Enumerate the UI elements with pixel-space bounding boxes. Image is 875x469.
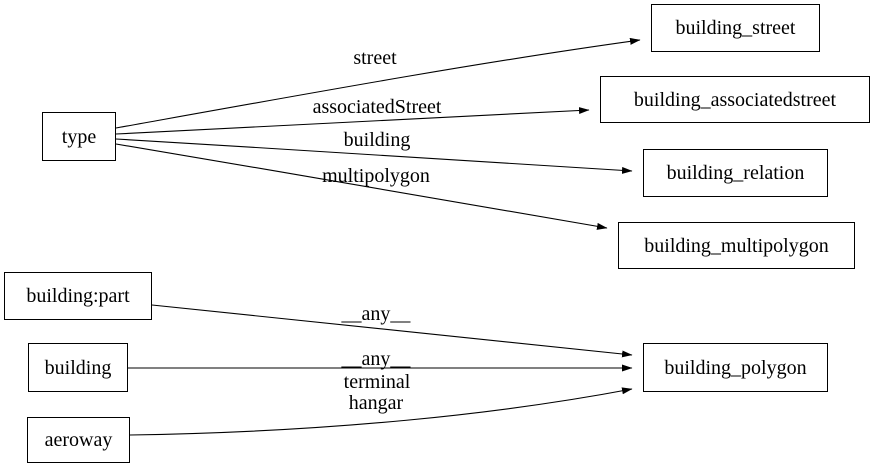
node-aeroway: aeroway bbox=[27, 417, 130, 463]
edge-label-terminal: terminal bbox=[344, 371, 411, 393]
node-building-multipolygon: building_multipolygon bbox=[618, 222, 855, 269]
node-type-label: type bbox=[61, 125, 97, 148]
node-building-street-label: building_street bbox=[675, 17, 796, 39]
edge-type-building-relation bbox=[115, 138, 633, 174]
edge-label-hangar: hangar bbox=[349, 392, 404, 414]
edge-label-street: street bbox=[353, 47, 397, 69]
edge-label-multipolygon: multipolygon bbox=[322, 165, 430, 187]
edge-type-building-multipolygon bbox=[115, 143, 608, 230]
node-building: building bbox=[28, 343, 128, 392]
edge-label-associatedstreet: associatedStreet bbox=[313, 96, 442, 118]
edge-type-building-street bbox=[115, 37, 641, 129]
edge-label-any-2: __any__ bbox=[341, 348, 412, 370]
node-building-multipolygon-label: building_multipolygon bbox=[644, 234, 829, 257]
edge-aeroway-building-polygon bbox=[129, 387, 633, 436]
node-building-polygon: building_polygon bbox=[643, 343, 828, 392]
node-building-part-label: building:part bbox=[26, 285, 130, 307]
node-building-relation: building_relation bbox=[643, 149, 828, 197]
edge-label-building: building bbox=[344, 129, 411, 151]
node-type: type bbox=[42, 112, 116, 161]
node-building-relation-label: building_relation bbox=[666, 162, 805, 184]
node-building-polygon-label: building_polygon bbox=[664, 356, 807, 379]
edge-label-any-1: __any__ bbox=[341, 303, 412, 325]
node-aeroway-label: aeroway bbox=[44, 429, 113, 451]
node-building-associatedstreet: building_associatedstreet bbox=[600, 76, 870, 123]
node-building-label: building bbox=[44, 356, 112, 379]
node-building-street: building_street bbox=[651, 4, 820, 52]
node-building-part: building:part bbox=[4, 272, 152, 320]
node-building-associatedstreet-label: building_associatedstreet bbox=[633, 88, 837, 111]
